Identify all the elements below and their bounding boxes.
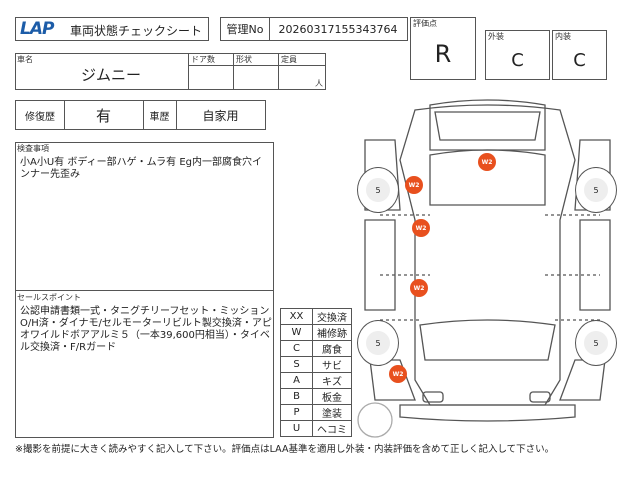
car-roof-outline — [429, 99, 546, 151]
name-label: 車名 — [17, 55, 33, 64]
vehicle-box: 車名 ジムニー ドア数 形状 定員 人 — [15, 53, 326, 90]
exterior-box: 外装 C — [485, 30, 550, 80]
inspection-label: 検査事項 — [17, 144, 49, 153]
mgmt-box: 管理No 20260317155343764 — [220, 17, 408, 41]
tire — [575, 167, 617, 213]
legend-code: P — [280, 404, 313, 421]
interior-box: 内装 C — [552, 30, 607, 80]
mgmt-label: 管理No — [221, 18, 270, 40]
shape-label: 形状 — [236, 55, 252, 64]
legend-code: S — [280, 356, 313, 373]
mgmt-number: 20260317155343764 — [278, 22, 398, 36]
usage-label: 車歴 — [143, 101, 177, 129]
damage-marker[interactable]: W2 — [478, 153, 496, 171]
tire-tread-value: 5 — [584, 331, 608, 355]
interior-grade: C — [573, 49, 586, 71]
legend-code: C — [280, 340, 313, 357]
damage-marker[interactable]: W2 — [405, 176, 423, 194]
legend-meaning: ヘコミ — [312, 420, 352, 437]
legend-meaning: 交換済 — [312, 308, 352, 325]
vehicle-diagram — [357, 99, 611, 438]
legend-code: U — [280, 420, 313, 437]
inspection-text: 小A小U有 ボディー部ハゲ・ムラ有 Eg内一部腐食穴インナー先歪み — [20, 157, 262, 180]
capacity-label: 定員 — [281, 55, 297, 64]
logo: LAP — [20, 19, 54, 39]
footnote: ※撮影を前提に大きく読みやすく記入して下さい。評価点はLAA基準を適用し外装・内… — [15, 444, 555, 455]
tire — [357, 167, 399, 213]
title-box: LAP 車両状態チェックシート — [15, 17, 209, 41]
capacity-unit: 人 — [315, 79, 323, 88]
history-box: 修復歴 有 車歴 自家用 — [15, 100, 266, 130]
eval-box: 評価点 R — [410, 17, 476, 80]
legend-code: W — [280, 324, 313, 341]
legend-code: B — [280, 388, 313, 405]
tire-tread-value: 5 — [366, 331, 390, 355]
eval-label: 評価点 — [413, 19, 437, 28]
sales-label: セールスポイント — [17, 293, 81, 302]
legend-code: A — [280, 372, 313, 389]
vehicle-name: ジムニー — [81, 66, 142, 84]
tire-tread-value: 5 — [366, 178, 390, 202]
usage-value: 自家用 — [202, 108, 239, 123]
repair-value: 有 — [64, 101, 144, 129]
damage-marker[interactable]: W2 — [410, 279, 428, 297]
tire-tread-value: 5 — [584, 178, 608, 202]
repair-label: 修復歴 — [16, 101, 65, 129]
exterior-grade: C — [511, 49, 524, 71]
damage-marker[interactable]: W2 — [389, 365, 407, 383]
legend-code: XX — [280, 308, 313, 325]
inspection-box: 検査事項 小A小U有 ボディー部ハゲ・ムラ有 Eg内一部腐食穴インナー先歪み セ… — [15, 142, 274, 438]
damage-marker[interactable]: W2 — [412, 219, 430, 237]
eval-grade: R — [434, 40, 452, 68]
sheet-title: 車両状態チェックシート — [70, 24, 203, 38]
doors-label: ドア数 — [191, 55, 215, 64]
interior-label: 内装 — [555, 32, 571, 41]
exterior-label: 外装 — [488, 32, 504, 41]
sales-text: 公認申請書類一式・タニグチリーフセット・ミッションO/H済・ダイナモ/セルモータ… — [20, 306, 272, 353]
